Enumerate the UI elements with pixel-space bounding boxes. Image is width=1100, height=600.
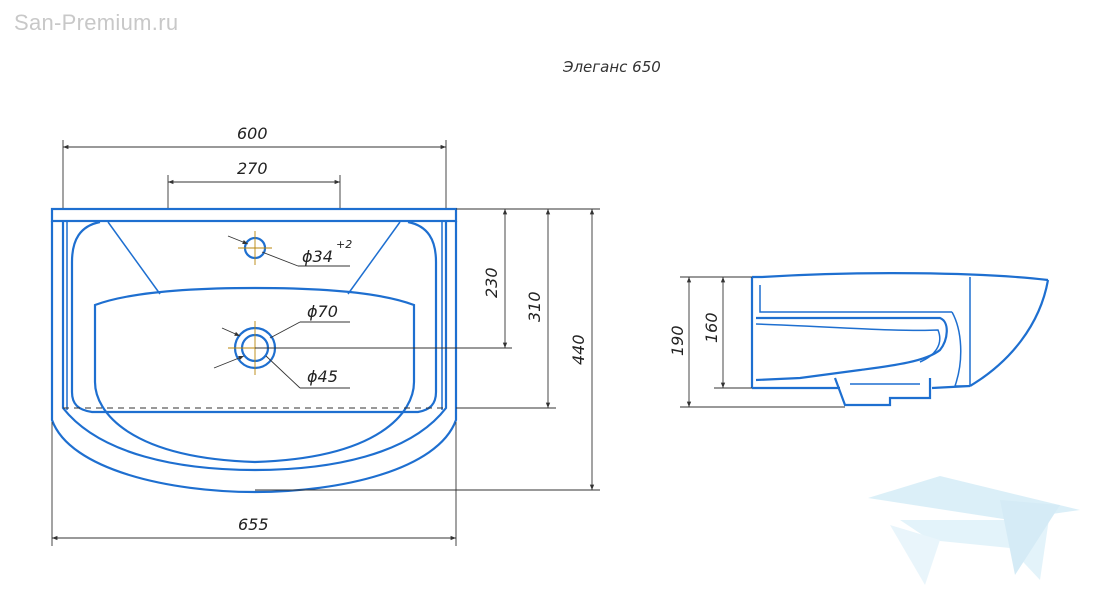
leader-70-b xyxy=(269,321,301,339)
leader-34-b xyxy=(261,251,299,267)
basin-shelf xyxy=(70,220,438,414)
side-front-curve xyxy=(951,311,970,387)
front-view: 600 270 655 230 310 440 ϕ34 +2 xyxy=(50,124,600,546)
shelf-line-left xyxy=(107,221,161,295)
leader-45-a xyxy=(213,355,245,369)
dim-label-310: 310 xyxy=(525,291,544,322)
dim-label-phi34: ϕ34 xyxy=(302,247,333,266)
side-bowl-inner xyxy=(755,323,941,363)
basin-inner xyxy=(93,286,416,464)
leader-70-a xyxy=(221,327,241,337)
watermark-site: San-Premium.ru xyxy=(14,10,179,35)
dim-label-phi34-tol: +2 xyxy=(336,238,352,251)
side-outer-front xyxy=(969,279,1050,387)
dim-label-230: 230 xyxy=(482,267,501,298)
bathtub-logo-icon xyxy=(868,476,1080,585)
side-bottom-edge-2 xyxy=(931,384,971,390)
shelf-line-right xyxy=(347,221,401,295)
dim-label-190: 190 xyxy=(668,325,687,356)
dim-label-655: 655 xyxy=(238,515,269,534)
basin-bowl-edge xyxy=(61,221,448,472)
drawing-title: Элеганс 650 xyxy=(562,58,661,76)
dim-label-270: 270 xyxy=(237,159,268,178)
dim-label-600: 600 xyxy=(237,124,268,143)
side-outer-top xyxy=(752,272,1049,282)
leader-34-a xyxy=(227,235,249,245)
side-view: 190 160 xyxy=(668,272,1050,408)
leader-45-b xyxy=(265,355,301,389)
side-rim-band xyxy=(759,285,952,313)
side-bowl-profile xyxy=(755,316,948,382)
dim-label-phi45: ϕ45 xyxy=(307,367,338,386)
basin-outer-contour xyxy=(50,221,458,494)
dim-label-phi70: ϕ70 xyxy=(307,302,338,321)
dim-label-160: 160 xyxy=(702,312,721,343)
side-drain-box xyxy=(833,377,932,407)
basin-rim xyxy=(50,207,458,223)
dim-label-440: 440 xyxy=(569,334,588,365)
